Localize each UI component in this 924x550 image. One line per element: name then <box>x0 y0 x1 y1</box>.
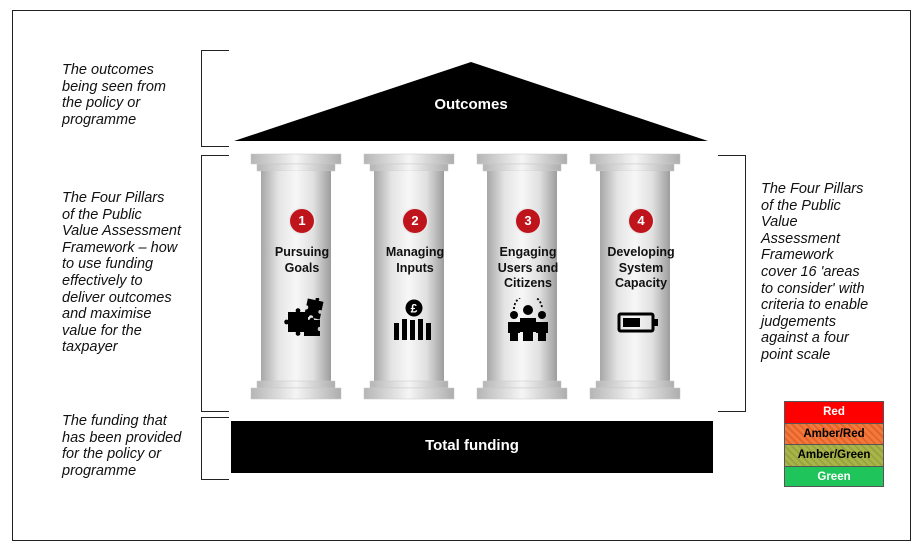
legend-red: Red <box>784 401 884 423</box>
total-funding-base <box>231 421 713 473</box>
people-group-icon <box>508 298 548 341</box>
bracket-pillars <box>201 155 229 412</box>
puzzle-icon <box>284 298 324 336</box>
legend-amber-green: Amber/Green <box>784 444 884 466</box>
pillar-4-number-badge: 4 <box>629 209 653 233</box>
pillar-1-column <box>250 153 342 400</box>
legend-green: Green <box>784 465 884 487</box>
outcomes-label: Outcomes <box>434 96 508 113</box>
pound-bar-chart-icon: £ <box>394 299 431 340</box>
bracket-outcomes <box>201 50 229 147</box>
svg-text:£: £ <box>411 302 418 316</box>
battery-icon <box>617 312 658 333</box>
legend-amber-red: Amber/Red <box>784 422 884 444</box>
pillar-2-number-badge: 2 <box>403 209 427 233</box>
pillar-1-label: Pursuing Goals <box>274 245 330 275</box>
roof-triangle <box>234 62 708 141</box>
pillar-4-label: Developing System Capacity <box>607 245 675 290</box>
note-funding: The funding that has been provided for t… <box>62 413 182 479</box>
pillar-3-number-badge: 3 <box>516 209 540 233</box>
total-funding-label: Total funding <box>425 437 519 454</box>
pillar-3-label: Engaging Users and Citizens <box>497 245 559 290</box>
pillar-2-column <box>363 153 455 400</box>
rag-legend: Red Amber/Red Amber/Green Green <box>784 401 884 487</box>
note-four-pillars: The Four Pillars of the Public Value Ass… <box>62 190 182 356</box>
bracket-funding <box>201 417 229 480</box>
note-outcomes: The outcomes being seen from the policy … <box>62 62 166 128</box>
bracket-pillars-right <box>718 155 746 412</box>
note-areas-to-consider: The Four Pillars of the Public Value Ass… <box>761 181 869 363</box>
pillar-1-number-badge: 1 <box>290 209 314 233</box>
pillar-2-label: Managing Inputs <box>385 245 445 275</box>
diagram-frame <box>12 10 911 541</box>
